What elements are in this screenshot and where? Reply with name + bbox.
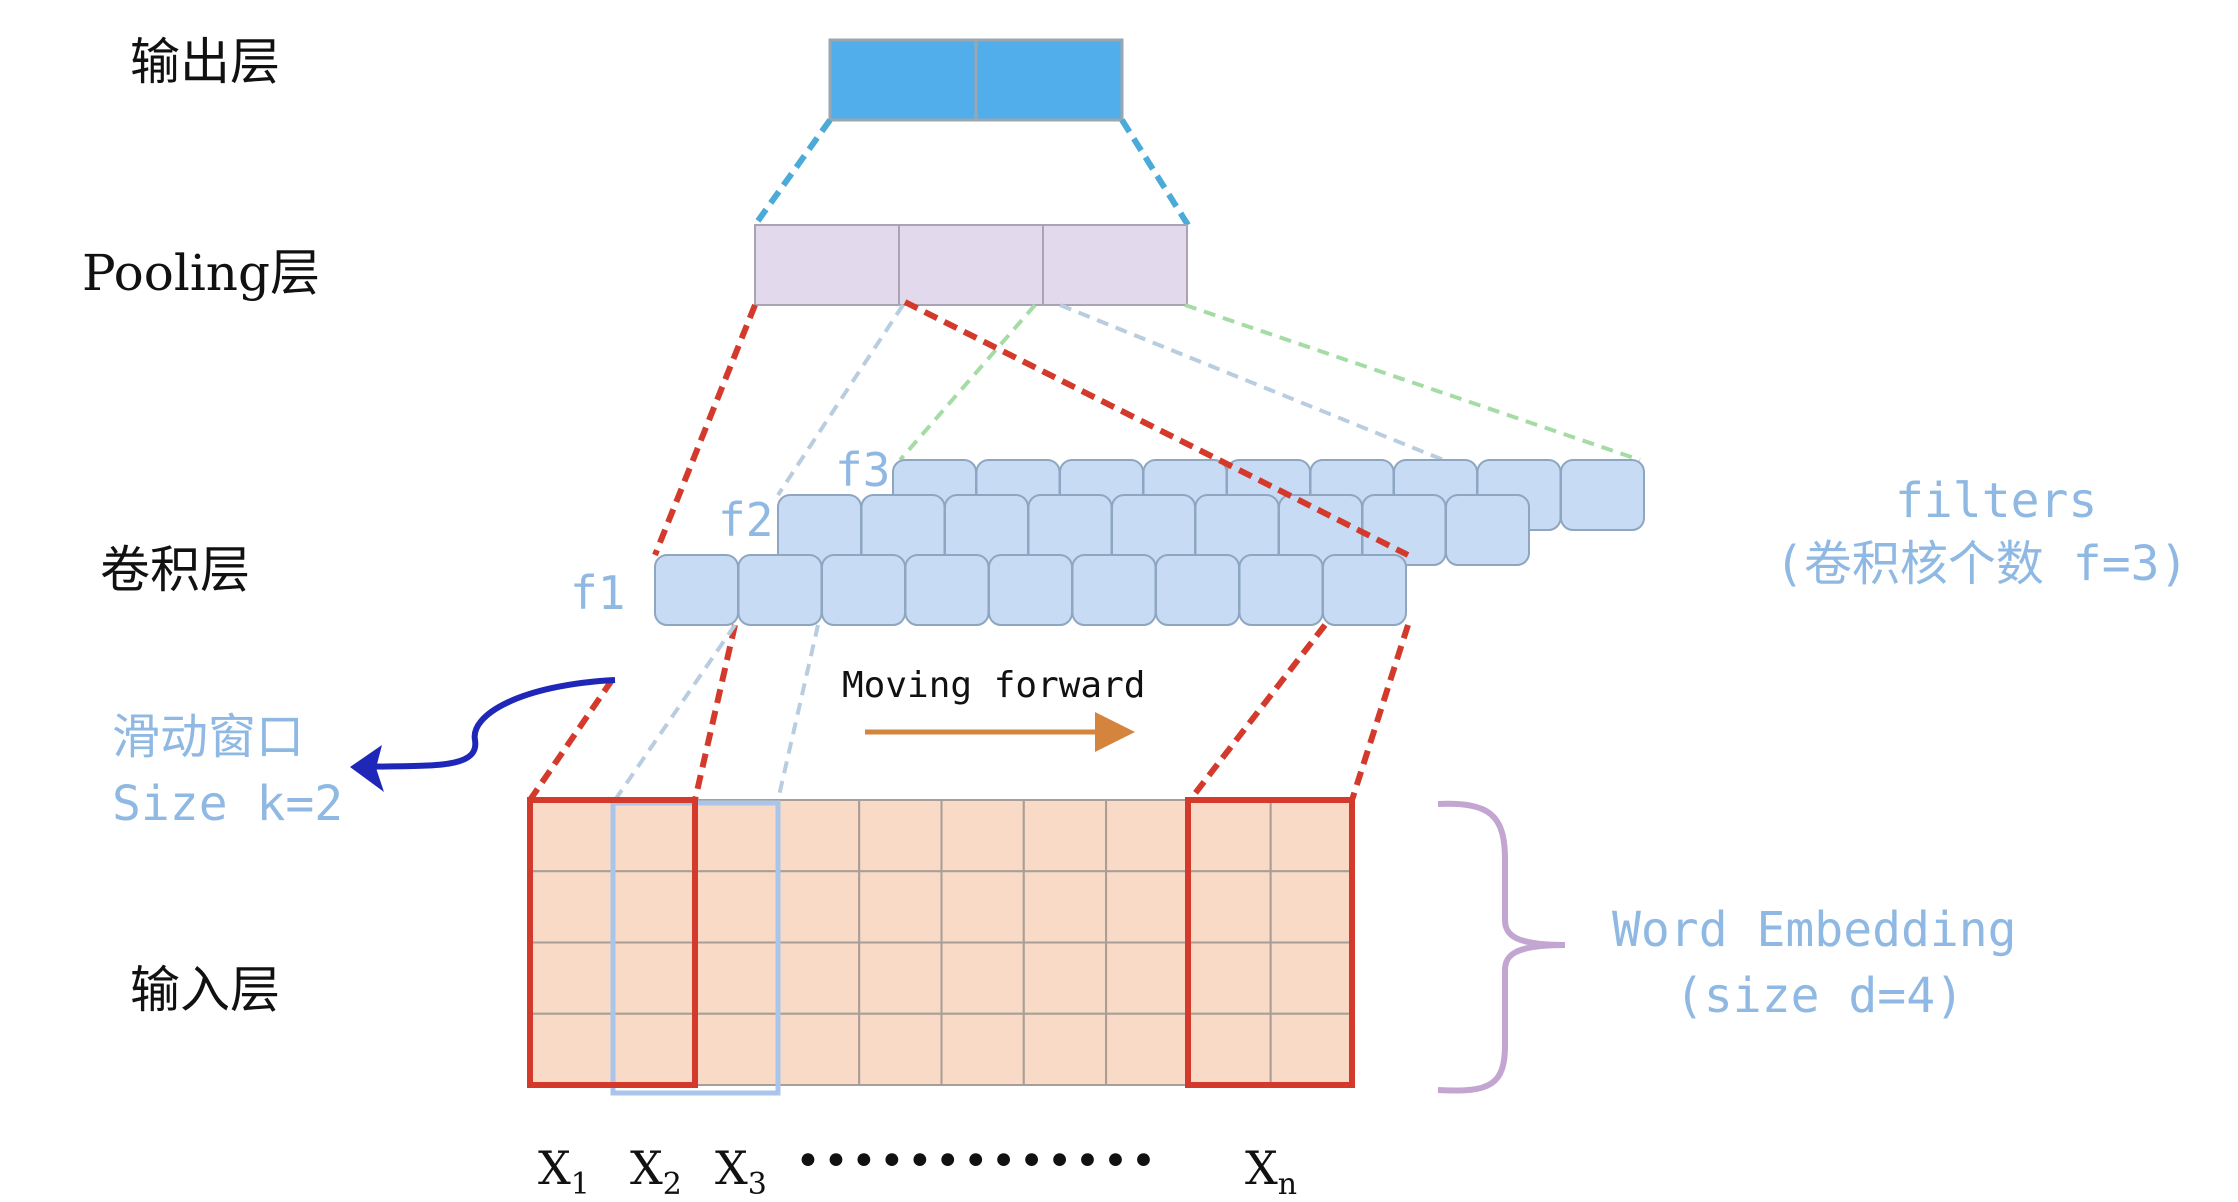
input-cell	[775, 941, 861, 1015]
input-cell	[529, 870, 614, 944]
sliding-window-red-first	[527, 797, 698, 1088]
filter-f1-unit	[737, 554, 823, 626]
filter-f3-label: f3	[835, 443, 891, 497]
pooling-unit	[1042, 224, 1188, 306]
filter-f1-unit	[1155, 554, 1240, 626]
input-cell	[529, 941, 614, 1015]
pooling-unit	[754, 224, 900, 306]
conv-layer-filters	[654, 459, 1645, 626]
pooling-layer-units	[754, 224, 1188, 306]
pooling-f1-connector-right	[903, 299, 1410, 558]
window-red-connector-right	[692, 624, 738, 801]
output-unit	[828, 38, 978, 122]
input-cell	[611, 799, 696, 873]
input-cell	[1187, 870, 1272, 944]
filter-f1-unit	[1238, 554, 1324, 626]
output-pooling-connector-right	[1119, 118, 1191, 227]
input-cell	[693, 870, 778, 944]
input-cell	[1105, 1012, 1190, 1086]
filter-f1-unit	[654, 554, 739, 626]
input-cell	[940, 1012, 1025, 1086]
filter-f1-unit	[1071, 554, 1157, 626]
filter-f1-unit	[904, 554, 990, 626]
pooling-f3-connector-right	[1184, 303, 1641, 462]
sliding-window-title: 滑动窗口	[112, 709, 305, 765]
embedding-brace	[1437, 800, 1566, 1094]
embedding-title: Word Embedding	[1612, 902, 2017, 958]
input-cell	[775, 1012, 861, 1086]
input-cell	[693, 799, 778, 873]
input-cell	[1269, 870, 1354, 944]
input-cell	[940, 870, 1025, 944]
pooling-f1-connector-left	[652, 303, 758, 557]
input-cell	[1269, 1012, 1354, 1086]
pooling-f3-connector-left	[898, 303, 1037, 462]
input-cell	[1022, 941, 1108, 1015]
input-cell	[1022, 1012, 1108, 1086]
input-cell	[1269, 799, 1354, 873]
input-cell	[529, 799, 614, 873]
filters-subtitle: (卷积核个数 f=3)	[1775, 536, 2189, 592]
input-cell	[611, 1012, 696, 1086]
output-unit	[974, 38, 1124, 122]
window-pointer-arrow	[359, 677, 616, 770]
input-cell	[940, 799, 1025, 873]
input-cell	[775, 799, 861, 873]
input-cell	[940, 941, 1025, 1015]
input-cell	[611, 870, 696, 944]
window-last-connector-right	[1349, 624, 1411, 801]
x2-label: X2	[630, 1141, 682, 1202]
input-cell	[1187, 1012, 1272, 1086]
filter-f1-unit	[1322, 554, 1407, 626]
input-cell	[775, 870, 861, 944]
input-cell	[693, 1012, 778, 1086]
input-cell	[693, 941, 778, 1015]
filter-f3-unit	[1560, 459, 1645, 531]
window-last-connector-left	[1187, 623, 1328, 802]
xn-label: Xn	[1245, 1141, 1298, 1202]
filter-f2-unit	[1445, 494, 1530, 566]
input-cell	[858, 941, 943, 1015]
sliding-window-red-last	[1185, 797, 1355, 1088]
sliding-window-size: Size k=2	[112, 776, 344, 832]
input-layer-label: 输入层	[130, 961, 280, 1019]
input-cell	[611, 941, 696, 1015]
filter-f1-unit	[988, 554, 1073, 626]
window-blue-connector-left	[613, 623, 737, 802]
pooling-f2-connector-left	[776, 303, 905, 497]
x1-label: X1	[538, 1141, 590, 1202]
input-cell	[1187, 941, 1272, 1015]
filter-f2-label: f2	[718, 493, 774, 547]
input-cell	[1187, 799, 1272, 873]
filters-title: filters	[1895, 473, 2098, 529]
input-cell	[1269, 941, 1354, 1015]
filter-f1-unit	[821, 554, 906, 626]
output-pooling-connector-left	[752, 118, 833, 227]
pooling-unit	[898, 224, 1044, 306]
input-cell	[858, 1012, 943, 1086]
window-pointer-arrowhead	[350, 745, 384, 792]
input-cell	[858, 799, 943, 873]
input-cell	[1105, 870, 1190, 944]
conv-layer-label: 卷积层	[100, 541, 250, 599]
input-cell	[529, 1012, 614, 1086]
input-layer-grid	[529, 799, 1354, 1086]
window-blue-connector-right	[776, 624, 820, 801]
input-cell	[1105, 799, 1190, 873]
input-cell	[1105, 941, 1190, 1015]
ellipsis-dots: •••••••••••••	[795, 1136, 1159, 1187]
input-cell	[1022, 870, 1108, 944]
output-layer-units	[828, 38, 1124, 122]
pooling-layer-label: Pooling层	[82, 244, 321, 302]
filter-f1-label: f1	[570, 566, 626, 620]
embedding-size: (size d=4)	[1675, 968, 1964, 1024]
window-red-connector-left	[527, 678, 615, 802]
input-cell	[1022, 799, 1108, 873]
output-layer-label: 输出层	[130, 33, 280, 91]
x3-label: X3	[715, 1141, 767, 1202]
input-cell	[858, 870, 943, 944]
moving-forward-label: Moving forward	[842, 665, 1146, 706]
